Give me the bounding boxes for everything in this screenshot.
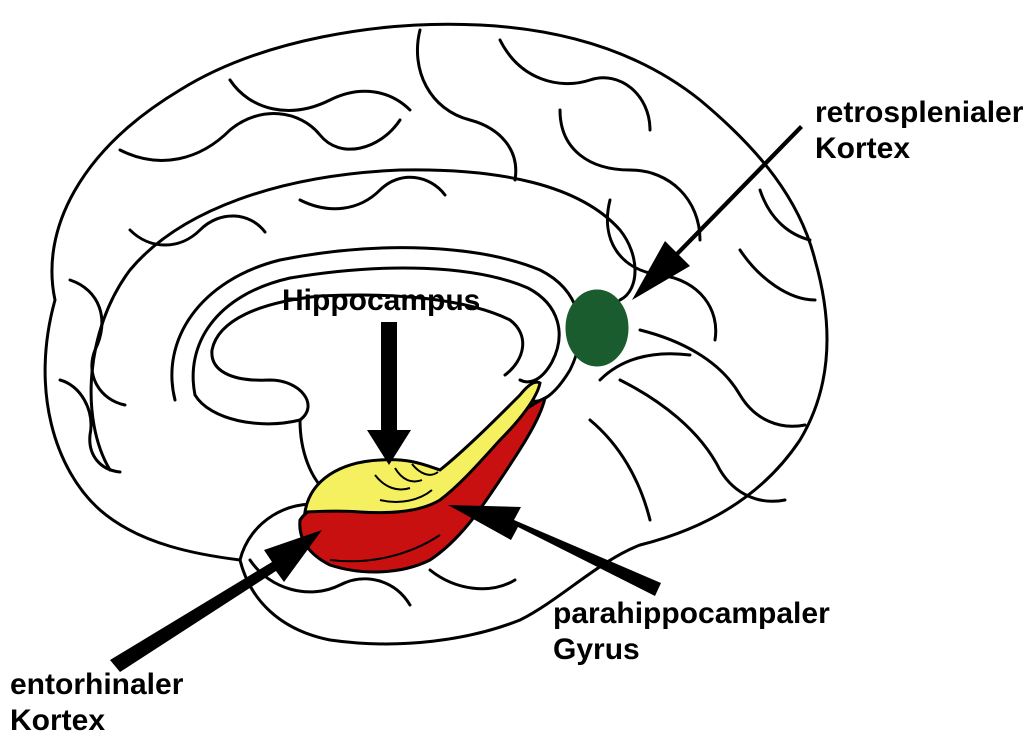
label-entorhinal-line-2: Kortex (10, 703, 183, 733)
gyrus-line-11 (640, 330, 805, 426)
gyrus-line-12 (620, 380, 785, 501)
label-entorhinal-cortex: entorhinaler Kortex (10, 667, 183, 733)
gyrus-line-7 (70, 280, 125, 405)
label-retrosplenial-line-2: Kortex (815, 131, 1023, 167)
retrosplenial-cortex-region (566, 290, 628, 366)
gyrus-line-3 (417, 30, 515, 180)
arrow-entorhinal (110, 530, 322, 672)
gyrus-line-4 (500, 40, 650, 130)
arrow-retrosplenial (632, 125, 812, 300)
gyrus-line-14 (740, 250, 815, 300)
gyrus-line-1 (120, 114, 400, 161)
gyrus-line-5 (560, 110, 700, 240)
gyrus-line-13 (590, 420, 650, 520)
gyrus-line-2 (230, 80, 410, 110)
gyrus-line-9 (130, 216, 265, 245)
gyrus-line-15 (760, 190, 810, 240)
gyrus-line-17 (430, 570, 515, 589)
label-parahippocampal-line-1: parahippocampaler (553, 596, 830, 632)
label-retrosplenial-cortex: retrosplenialer Kortex (815, 95, 1023, 167)
label-parahippocampal-line-2: Gyrus (553, 632, 830, 668)
gyrus-line-10 (300, 177, 445, 208)
label-parahippocampal-gyrus: parahippocampaler Gyrus (553, 596, 830, 668)
label-hippocampus: Hippocampus (282, 283, 480, 319)
label-hippocampus-line-1: Hippocampus (282, 283, 480, 319)
arrow-hippocampus (367, 322, 411, 465)
label-retrosplenial-line-1: retrosplenialer (815, 95, 1023, 131)
cingulate-sulcus (91, 170, 635, 470)
corpus-callosum-outer (172, 248, 580, 402)
label-entorhinal-line-1: entorhinaler (10, 667, 183, 703)
